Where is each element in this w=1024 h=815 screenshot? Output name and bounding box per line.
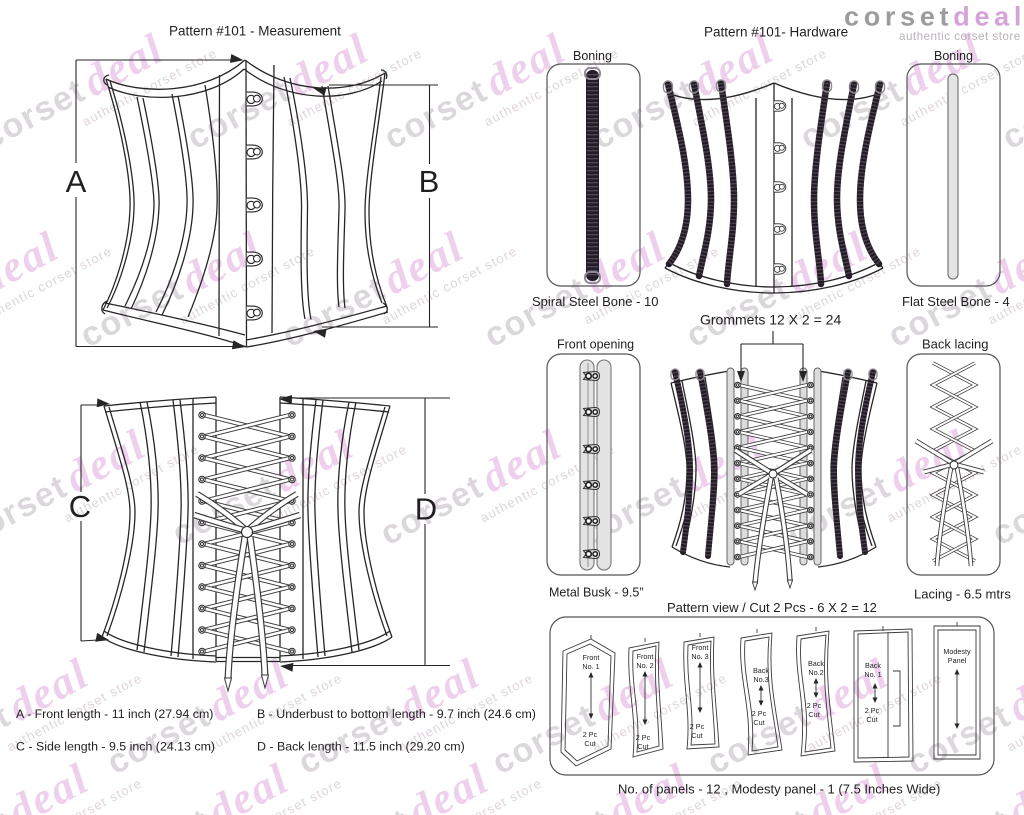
svg-text:Metal Busk - 9.5”: Metal Busk - 9.5” (549, 586, 643, 600)
svg-text:2 Pc: 2 Pc (752, 709, 767, 718)
svg-text:Front: Front (637, 652, 654, 661)
svg-text:No. 3: No. 3 (691, 652, 708, 661)
svg-text:Boning: Boning (934, 49, 973, 63)
svg-text:2 Pc: 2 Pc (636, 733, 651, 742)
svg-text:C - Side length - 9.5 inch (: C - Side length - 9.5 inch (24.13 cm) (16, 740, 215, 754)
svg-text:No. of panels - 12 , Modesty: No. of panels - 12 , Modesty panel - 1 (… (618, 782, 940, 797)
svg-text:Pattern #101- Hardware: Pattern #101- Hardware (704, 25, 848, 40)
svg-text:Flat Steel Bone - 4: Flat Steel Bone - 4 (902, 294, 1010, 309)
svg-text:2 Pc: 2 Pc (690, 722, 705, 731)
svg-text:Front: Front (692, 643, 709, 652)
svg-text:Panel: Panel (948, 656, 967, 665)
svg-text:No.2: No.2 (808, 668, 823, 677)
svg-text:No. 1: No. 1 (582, 662, 599, 671)
svg-text:Back: Back (808, 659, 824, 668)
svg-text:D - Back length - 11.5 inch (2: D - Back length - 11.5 inch (29.20 cm) (257, 740, 465, 754)
svg-text:Cut: Cut (691, 731, 702, 740)
svg-text:B: B (419, 164, 440, 199)
svg-text:A: A (66, 164, 87, 199)
svg-text:Lacing - 6.5 mtrs: Lacing - 6.5 mtrs (914, 587, 1011, 602)
svg-text:Modesty: Modesty (943, 647, 971, 656)
svg-text:Back: Back (753, 666, 769, 675)
svg-text:Cut: Cut (584, 739, 595, 748)
svg-text:Cut: Cut (753, 718, 764, 727)
svg-text:2 Pc: 2 Pc (583, 730, 598, 739)
svg-text:No. 1: No. 1 (864, 670, 881, 679)
svg-text:Front: Front (583, 653, 600, 662)
svg-text:Back: Back (865, 661, 881, 670)
svg-text:No. 2: No. 2 (636, 661, 653, 670)
svg-text:B - Underbust to bottom length: B - Underbust to bottom length - 9.7 inc… (257, 707, 536, 721)
svg-text:Pattern view / Cut 2 Pcs - 6: Pattern view / Cut 2 Pcs - 6 X 2 = 12 (667, 600, 877, 615)
svg-text:A - Front length - 11 inch (27: A - Front length - 11 inch (27.94 cm) (16, 707, 213, 721)
svg-text:C: C (69, 489, 91, 524)
svg-text:No.3: No.3 (753, 675, 768, 684)
svg-text:Back lacing: Back lacing (922, 337, 988, 352)
svg-text:D: D (415, 492, 437, 527)
svg-text:2 Pc: 2 Pc (807, 701, 822, 710)
svg-text:Pattern #101 - Measurement: Pattern #101 - Measurement (169, 24, 341, 39)
svg-text:Cut: Cut (637, 742, 648, 751)
svg-text:corsetdeal: corsetdeal (844, 2, 1024, 32)
svg-text:authentic corset store: authentic corset store (899, 30, 1021, 43)
svg-text:Spiral Steel Bone - 10: Spiral Steel Bone - 10 (532, 294, 658, 309)
svg-text:Front opening: Front opening (557, 338, 634, 352)
svg-text:Boning: Boning (573, 49, 612, 63)
svg-text:Cut: Cut (866, 715, 877, 724)
svg-text:2 Pc: 2 Pc (865, 706, 880, 715)
svg-text:Cut: Cut (808, 710, 819, 719)
svg-text:Grommets 12 X 2 = 24: Grommets 12 X 2 = 24 (700, 312, 841, 328)
